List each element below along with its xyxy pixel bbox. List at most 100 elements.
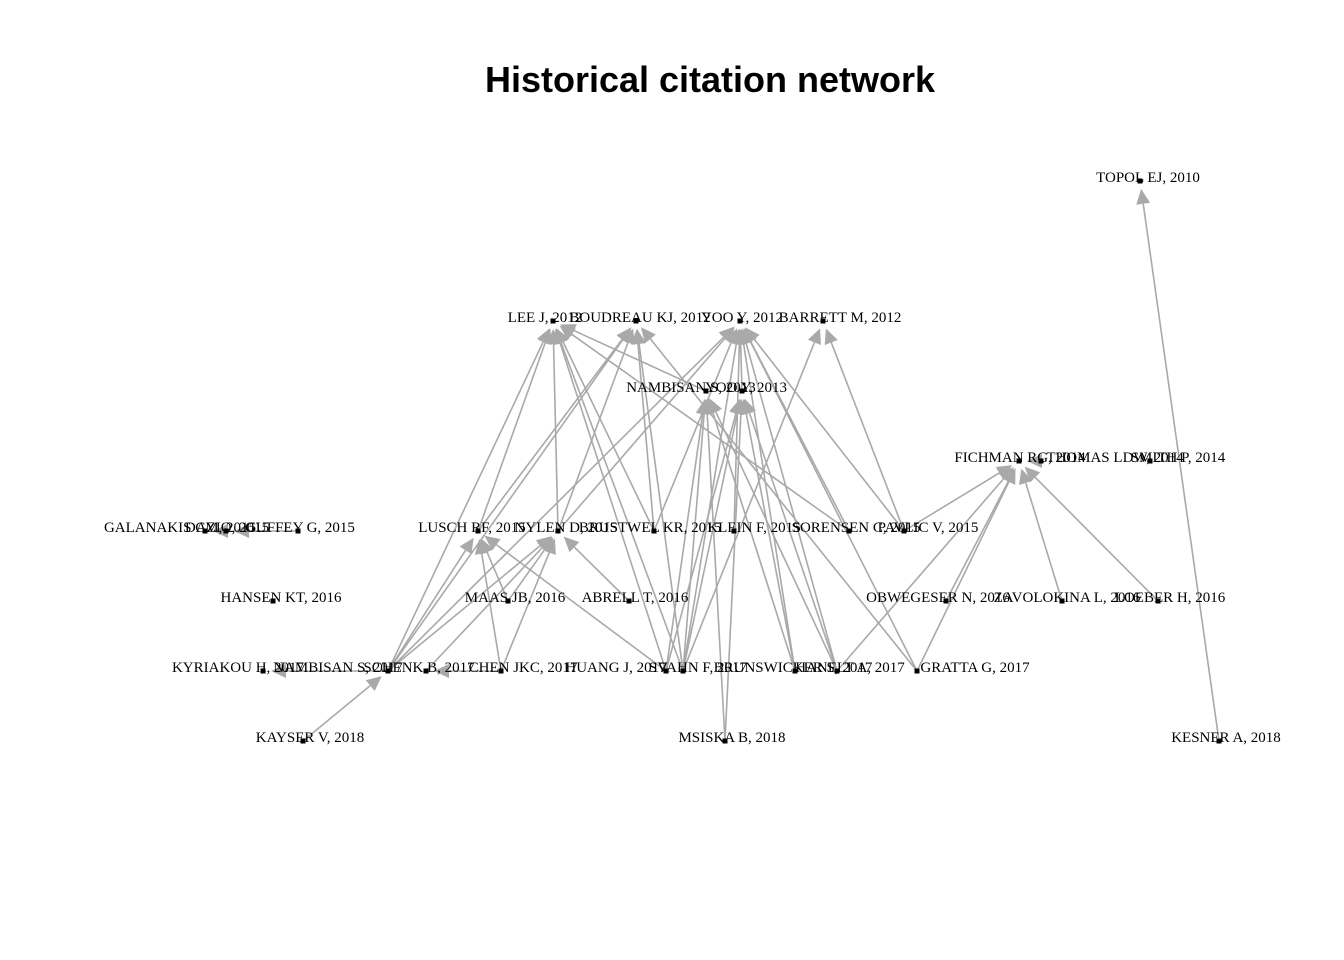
node-marker [223, 528, 229, 534]
node-marker [260, 668, 266, 674]
node-label: KESNER A, 2018 [1171, 730, 1281, 746]
arrowhead-nambisan-s-2013-to-lee-j-2012 [560, 324, 577, 337]
edge-hanelt-a-2017-to-fichman-rg-2014 [836, 477, 1005, 672]
node-marker [943, 598, 949, 604]
node-marker [270, 598, 276, 604]
node-label: ABRELL T, 2016 [582, 590, 689, 606]
edge-gratta-g-2017-to-boudreau-kj-2012 [649, 338, 918, 672]
arrowhead-pavlic-v-2015-to-barrett-m-2012 [824, 328, 838, 345]
edge-brunswicker-s-2017-to-yoo-y-2012 [742, 343, 796, 672]
node-marker [295, 528, 301, 534]
node-chen-jkc-2017[interactable]: CHEN JKC, 2017 [469, 660, 578, 676]
node-zavolokina-l-2016[interactable]: ZAVOLOKINA L, 2016 [994, 590, 1141, 606]
node-hansen-kt-2016[interactable]: HANSEN KT, 2016 [221, 590, 342, 606]
node-lusch-rf-2015[interactable]: LUSCH RF, 2015 [418, 520, 526, 536]
arrowhead-msiska-b-2018-to-nambisan-s-2013 [700, 398, 715, 415]
diagram-title: Historical citation network [485, 59, 936, 100]
node-pavlic-v-2015[interactable]: PAVLIC V, 2015 [878, 520, 979, 536]
node-klein-f-2015[interactable]: KLEIN F, 2015 [707, 520, 800, 536]
node-label: FICHMAN RG, 2014 [954, 450, 1086, 466]
node-svahn-f-2017[interactable]: SVAHN F, 2017 [649, 660, 748, 676]
edge-nambisan-s-2017-to-yoo-y-2012 [387, 336, 725, 672]
node-marker [423, 668, 429, 674]
node-label: SVAHN F, 2017 [649, 660, 748, 676]
node-nambisan-s-2013[interactable]: NAMBISAN S, 2013 [626, 380, 756, 396]
node-nylen-d-2015[interactable]: NYLEN D, 2015 [515, 520, 618, 536]
arrowhead-nambisan-s-2017-to-yoo-y-2012 [718, 326, 735, 343]
edge-huang-j-2017-to-nambisan-s-2013 [665, 413, 704, 672]
node-loeber-h-2016[interactable]: LOEBER H, 2016 [1115, 590, 1226, 606]
node-label: ZAVOLOKINA L, 2016 [994, 590, 1141, 606]
edge-hanelt-a-2017-to-yoo-y-2013 [748, 412, 838, 672]
node-huang-j-2017[interactable]: HUANG J, 2017 [565, 660, 669, 676]
node-brunswicker-s-2017[interactable]: BRUNSWICKER S, 2017 [714, 660, 873, 676]
node-barrett-m-2012[interactable]: BARRETT M, 2012 [779, 310, 902, 326]
arrowhead-msiska-b-2018-to-yoo-y-2013 [733, 398, 748, 415]
edge-lusch-rf-2015-to-boudreau-kj-2012 [477, 338, 623, 532]
node-boudreau-kj-2012[interactable]: BOUDREAU KJ, 2012 [569, 310, 710, 326]
node-label: GUFFEY G, 2015 [245, 520, 355, 536]
node-label: BRUSTWEL KR, 2015 [579, 520, 721, 536]
node-galanakis-cm-2015[interactable]: GALANAKIS CM, 2015 [104, 520, 256, 536]
arrowhead-nambisan-s-2017-to-kyriakou-h-2017 [271, 664, 286, 678]
node-label: HANSEN KT, 2016 [221, 590, 342, 606]
node-kyriakou-h-2017[interactable]: KYRIAKOU H, 2017 [172, 660, 305, 676]
node-sorensen-c-2015[interactable]: SORENSEN C, 2015 [792, 520, 921, 536]
node-gratta-g-2017[interactable]: GRATTA G, 2017 [914, 660, 1030, 676]
edge-yoo-y-2013-to-yoo-y-2012 [739, 343, 743, 392]
node-marker [1059, 598, 1065, 604]
node-nambisan-s-2017[interactable]: NAMBISAN S, 2017 [273, 660, 403, 676]
node-smith-p-2014[interactable]: SMITH P, 2014 [1131, 450, 1226, 466]
node-maas-jb-2016[interactable]: MAAS JB, 2016 [465, 590, 566, 606]
edge-msiska-b-2018-to-yoo-y-2013 [724, 413, 742, 742]
node-kayser-v-2018[interactable]: KAYSER V, 2018 [256, 730, 365, 746]
edge-sorensen-c-2015-to-lee-j-2012 [571, 333, 850, 532]
node-marker [1155, 598, 1161, 604]
arrowhead-schenk-b-2017-to-nylen-d-2015 [537, 536, 553, 553]
node-marker [680, 668, 686, 674]
edge-nambisan-s-2017-to-boudreau-kj-2012 [387, 339, 624, 672]
node-fichman-rg-2014[interactable]: FICHMAN RG, 2014 [954, 450, 1086, 466]
node-abrell-t-2016[interactable]: ABRELL T, 2016 [582, 590, 689, 606]
node-marker [651, 528, 657, 534]
node-brustwel-kr-2015[interactable]: BRUSTWEL KR, 2015 [579, 520, 721, 536]
node-marker [792, 668, 798, 674]
edge-kayser-v-2018-to-nambisan-s-2017 [302, 685, 371, 742]
edge-pavlic-v-2015-to-barrett-m-2012 [830, 342, 905, 532]
edge-nylen-d-2015-to-yoo-y-2012 [557, 337, 726, 532]
edge-svahn-f-2017-to-yoo-y-2013 [682, 413, 739, 672]
node-lee-j-2012[interactable]: LEE J, 2012 [508, 310, 583, 326]
node-msiska-b-2018[interactable]: MSISKA B, 2018 [678, 730, 785, 746]
edge-chen-jkc-2017-to-lusch-rf-2015 [480, 553, 502, 672]
arrowhead-kesner-a-2018-to-topol-ej-2010 [1136, 188, 1151, 205]
edge-nylen-d-2015-to-lee-j-2012 [552, 343, 559, 532]
node-label: CHEN JKC, 2017 [469, 660, 578, 676]
node-label: KAYSER V, 2018 [256, 730, 365, 746]
node-yoo-y-2013[interactable]: YOO Y, 2013 [705, 380, 787, 396]
node-guffey-g-2015[interactable]: GUFFEY G, 2015 [245, 520, 355, 536]
node-label: KLEIN F, 2015 [707, 520, 800, 536]
node-yoo-y-2012[interactable]: YOO Y, 2012 [701, 310, 783, 326]
node-schenk-b-2017[interactable]: SCHENK B, 2017 [363, 660, 475, 676]
node-dazio-2015[interactable]: DAZIO, 2015 [185, 520, 269, 536]
edge-gratta-g-2017-to-yoo-y-2012 [749, 341, 918, 672]
node-label: HANELT A, 2017 [795, 660, 905, 676]
arrowhead-nambisan-s-2017-to-lusch-rf-2015 [459, 537, 474, 555]
edge-brustwel-kr-2015-to-boudreau-kj-2012 [637, 343, 655, 532]
node-hanelt-a-2017[interactable]: HANELT A, 2017 [795, 660, 905, 676]
node-label: HUANG J, 2017 [565, 660, 667, 676]
node-label: YOO Y, 2013 [705, 380, 787, 396]
node-label: LEE J, 2012 [508, 310, 583, 326]
node-kesner-a-2018[interactable]: KESNER A, 2018 [1171, 730, 1281, 746]
edge-loeber-h-2016-to-fichman-rg-2014 [1034, 476, 1159, 602]
node-topol-ej-2010[interactable]: TOPOL EJ, 2010 [1096, 170, 1200, 186]
arrowhead-svahn-f-2017-to-boudreau-kj-2012 [632, 328, 646, 345]
node-label: NAMBISAN S, 2017 [273, 660, 403, 676]
node-label: BOUDREAU KJ, 2012 [569, 310, 710, 326]
edge-abrell-t-2016-to-nylen-d-2015 [573, 546, 630, 602]
edge-brustwel-kr-2015-to-lee-j-2012 [562, 341, 655, 532]
node-obwegeser-n-2016[interactable]: OBWEGESER N, 2016 [866, 590, 1010, 606]
arrowhead-gratta-g-2017-to-yoo-y-2012 [743, 328, 757, 345]
node-label: DAZIO, 2015 [185, 520, 269, 536]
